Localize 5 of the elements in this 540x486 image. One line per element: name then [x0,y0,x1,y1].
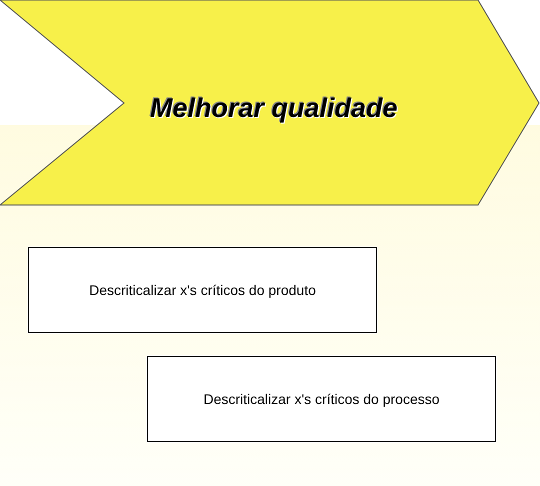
box-text: Descriticalizar x's críticos do processo [203,390,440,409]
process-box [28,247,377,333]
box-text: Descriticalizar x's críticos do produto [89,281,316,300]
process-box [147,356,496,442]
chevron-title: Melhorar qualidade [150,92,398,125]
